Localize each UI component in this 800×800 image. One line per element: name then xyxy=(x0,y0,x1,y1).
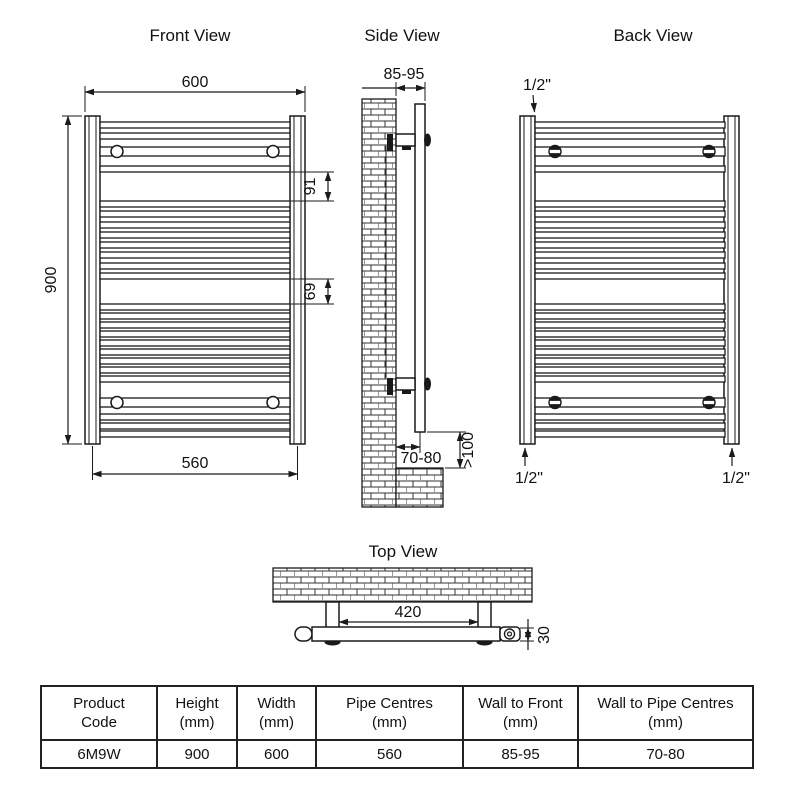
rail-depth-dimension: 30 xyxy=(520,619,553,650)
header-width-line1: Width xyxy=(257,694,296,712)
value-width: 600 xyxy=(236,739,317,769)
top-rail-tube xyxy=(311,626,501,642)
front-upper-gap-dim-label: 91 xyxy=(302,178,319,196)
header-wall-to-pipe-centres-line2: (mm) xyxy=(648,714,683,731)
front-view-title: Front View xyxy=(150,26,232,45)
front-bracket-top-left xyxy=(110,144,124,159)
side-view-drawing: Side View 85-95 70-80 xyxy=(361,26,477,508)
top-view-title: Top View xyxy=(369,542,438,561)
front-rungs xyxy=(99,121,291,438)
back-left-rail xyxy=(519,115,536,445)
header-wall-to-pipe-centres: Wall to Pipe Centres (mm) xyxy=(577,685,754,741)
header-height-line2: (mm) xyxy=(179,714,215,731)
back-view-title: Back View xyxy=(613,26,693,45)
header-wall-to-front: Wall to Front (mm) xyxy=(462,685,579,741)
top-rail-end-cap xyxy=(294,626,313,642)
wall-to-front-dimension: 85-95 xyxy=(362,66,426,101)
header-wall-to-front-line1: Wall to Front xyxy=(478,694,563,712)
wall-to-pipe-dimension: 70-80 xyxy=(395,432,442,467)
front-height-dimension: 900 xyxy=(43,115,82,445)
back-bottom-right-connection-callout: 1/2" xyxy=(722,447,750,487)
back-screw-top-right xyxy=(702,144,716,159)
front-width-dim-label: 600 xyxy=(182,74,209,91)
header-height-line1: Height xyxy=(175,694,219,712)
wall-section xyxy=(361,98,397,508)
bracket-centres-dim-label: 420 xyxy=(395,604,422,621)
header-product-code-line2: Code xyxy=(81,714,117,731)
value-wall-to-front: 85-95 xyxy=(462,739,579,769)
front-width-dimension: 600 xyxy=(84,74,306,112)
front-left-rail xyxy=(84,115,101,445)
value-product-code: 6M9W xyxy=(40,739,158,769)
back-screw-top-left xyxy=(548,144,562,159)
value-pipe-centres: 560 xyxy=(315,739,464,769)
front-view-drawing: Front View 600 900 560 xyxy=(43,26,334,480)
front-bracket-bottom-left xyxy=(110,395,124,410)
back-right-rail xyxy=(723,115,740,445)
floor-clearance-dim-label: >100 xyxy=(460,432,477,468)
front-bracket-bottom-right xyxy=(266,395,280,410)
top-wall-section xyxy=(272,567,533,603)
top-left-bracket xyxy=(325,601,340,629)
back-top-connection-label: 1/2" xyxy=(523,77,551,94)
floor-clearance-dimension: >100 xyxy=(427,431,477,469)
value-wall-to-pipe-centres: 70-80 xyxy=(577,739,754,769)
front-upper-gap-dimension: 91 xyxy=(291,171,334,202)
value-height: 900 xyxy=(156,739,238,769)
floor-section xyxy=(395,467,444,508)
side-radiator-tube xyxy=(414,103,426,433)
spec-table-header-row: Product Code Height (mm) Width (mm) Pipe… xyxy=(40,685,754,741)
back-rungs xyxy=(534,121,726,438)
back-screw-bottom-right xyxy=(702,395,716,410)
front-lower-gap-dimension: 69 xyxy=(291,278,334,305)
front-pipe-centres-dim-label: 560 xyxy=(182,455,209,472)
back-screw-bottom-left xyxy=(548,395,562,410)
side-top-bracket xyxy=(387,133,431,151)
back-top-connection-callout: 1/2" xyxy=(523,77,551,113)
header-wall-to-front-line2: (mm) xyxy=(503,714,538,731)
back-view-drawing: Back View 1/2" 1/2" 1/2" xyxy=(515,26,750,487)
top-right-bracket xyxy=(477,601,492,629)
back-bottom-left-connection-callout: 1/2" xyxy=(515,447,543,487)
specification-table: Product Code Height (mm) Width (mm) Pipe… xyxy=(40,685,754,769)
front-pipe-centres-dimension: 560 xyxy=(92,446,298,480)
header-wall-to-pipe-centres-line1: Wall to Pipe Centres xyxy=(597,694,734,712)
back-bottom-left-connection-label: 1/2" xyxy=(515,470,543,487)
radiator-diagram: Front View 600 900 560 xyxy=(43,26,750,650)
spec-table-value-row: 6M9W 900 600 560 85-95 70-80 xyxy=(40,739,754,769)
header-height: Height (mm) xyxy=(156,685,238,741)
bracket-centres-dimension: 420 xyxy=(338,604,479,626)
front-height-dim-label: 900 xyxy=(43,267,60,294)
top-valve-connection xyxy=(499,626,521,642)
front-bracket-top-right xyxy=(266,144,280,159)
front-right-rail xyxy=(289,115,306,445)
back-bottom-right-connection-label: 1/2" xyxy=(722,470,750,487)
header-pipe-centres: Pipe Centres (mm) xyxy=(315,685,464,741)
rail-depth-dim-label: 30 xyxy=(536,626,553,644)
header-product-code-line1: Product xyxy=(73,694,125,712)
side-view-title: Side View xyxy=(364,26,440,45)
header-pipe-centres-line1: Pipe Centres xyxy=(346,694,433,712)
wall-to-front-dim-label: 85-95 xyxy=(384,66,425,83)
front-lower-gap-dim-label: 69 xyxy=(302,283,319,301)
header-width-line2: (mm) xyxy=(259,714,294,731)
wall-to-pipe-dim-label: 70-80 xyxy=(401,450,442,467)
header-pipe-centres-line2: (mm) xyxy=(372,714,407,731)
header-product-code: Product Code xyxy=(40,685,158,741)
top-view-drawing: Top View 420 30 xyxy=(272,542,553,650)
header-width: Width (mm) xyxy=(236,685,317,741)
side-bottom-bracket xyxy=(387,377,431,395)
